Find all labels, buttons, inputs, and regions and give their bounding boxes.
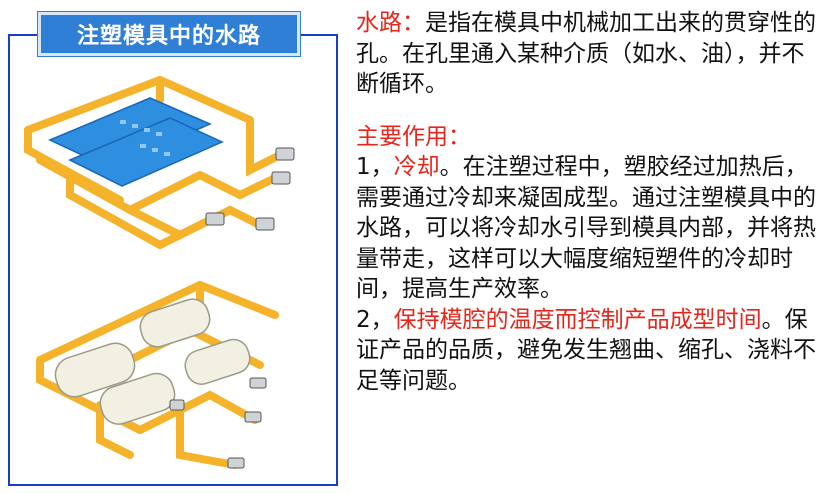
function-item-2-body: 。保证产品的品质，避免发生翘曲、缩孔、浇料不足等问题。 [356,306,816,394]
bottom-connectors [169,377,267,469]
definition-term: 水路： [356,10,425,36]
function-item-2-keyword: 保持模腔的温度而控制产品成型时间 [393,306,762,333]
bottom-cavity-blocks [54,298,251,425]
function-item-2-num: 2， [356,306,394,333]
function-item-1-num: 1， [356,154,394,180]
top-mold-inserts [48,97,224,187]
panel-title: 注塑模具中的水路 [38,12,300,56]
top-pipe-network [24,75,284,250]
definition-body: 是指在模具中机械加工出来的贯穿性的孔。在孔里通入某种介质（如水、油），并不断循环… [356,10,816,97]
function-item-1: 1，冷却。在注塑过程中，塑胶经过加热后，需要通过冷却来凝固成型。通过注塑模具中的… [356,152,826,305]
functions-heading: 主要作用： [356,123,471,150]
function-item-1-body: 。在注塑过程中，塑胶经过加热后，需要通过冷却来凝固成型。通过注塑模具中的水路，可… [356,154,816,302]
function-item-2: 2，保持模腔的温度而控制产品成型时间。保证产品的品质，避免发生翘曲、缩孔、浇料不… [356,305,826,397]
function-item-1-keyword: 冷却 [393,154,440,180]
water-channel-illustration [24,75,295,469]
top-connectors [205,147,295,231]
description-text: 水路：是指在模具中机械加工出来的贯穿性的孔。在孔里通入某种介质（如水、油），并不… [356,8,826,396]
definition-paragraph: 水路：是指在模具中机械加工出来的贯穿性的孔。在孔里通入某种介质（如水、油），并不… [356,8,826,100]
top-insert-holes [120,120,170,156]
